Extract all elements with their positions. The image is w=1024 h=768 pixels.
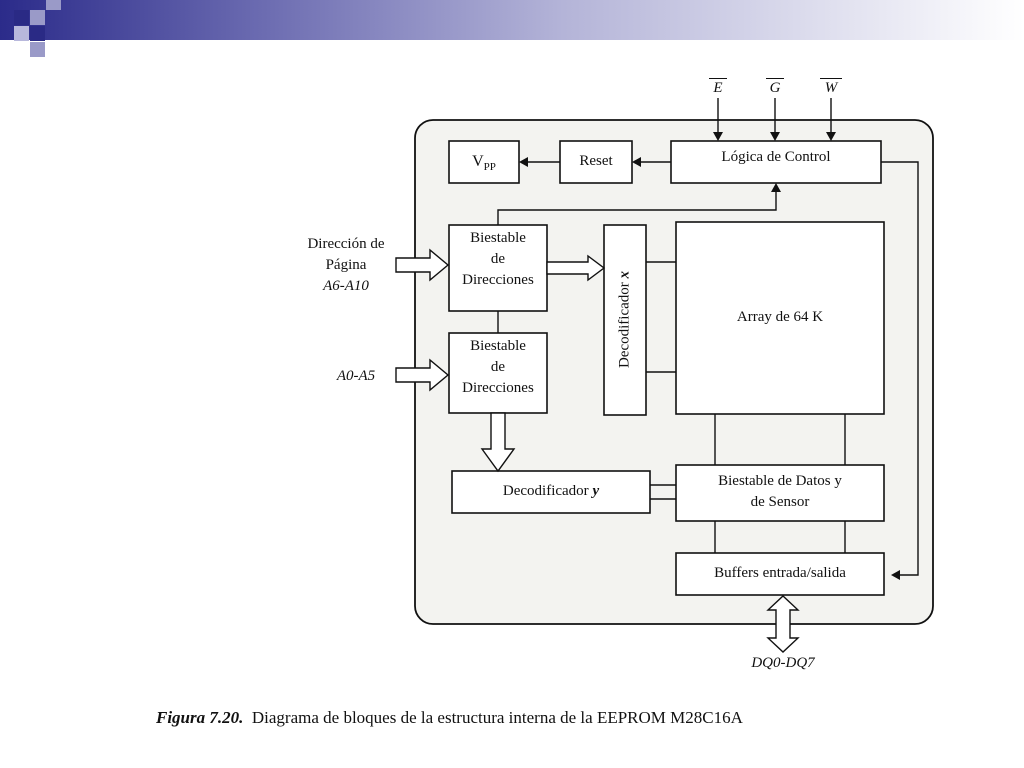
array-label: Array de 64 K [736,309,824,325]
latch-page-line: de [490,251,506,267]
decoder-x-var: x [616,270,633,279]
arrow-latch-control [771,183,781,192]
io-buffers-label: Buffers entrada/salida [714,565,846,581]
figure-number: Figura 7.20. [156,708,244,727]
decoration-square [46,0,61,10]
control-logic-block [670,140,882,184]
decoration-square [30,10,45,25]
reset-label: Reset [579,153,613,169]
data-latch-line: de Sensor [750,494,810,510]
latch-low-label: Biestable de Direcciones [449,336,547,399]
reset-block [559,140,633,184]
vpp-main: V [472,153,484,170]
vpp-label: VPP [449,151,519,178]
low-address-range-label: A0-A5 [336,368,376,384]
address-latch-page-block [448,224,548,312]
arrow-w [826,132,836,141]
latch-low-line: de [490,359,506,375]
page-address-label: Dirección de Página A6-A10 [290,234,402,297]
latch-low-line: Biestable [470,338,526,354]
page-address-line: Página [325,257,367,273]
vpp-sub: PP [483,161,496,174]
arrow-e [713,132,723,141]
arrow-control-reset [632,157,641,167]
latch-low-line: Direcciones [462,380,534,396]
data-latch-line: Biestable de Datos y [718,473,842,489]
signal-e-label: E [709,78,727,97]
latch-page-line: Direcciones [462,272,534,288]
arrow-latch-decoder-y [480,412,516,473]
slide-header-band [0,0,1024,40]
latch-page-label: Biestable de Direcciones [449,228,547,291]
figure-caption: Figura 7.20. Diagrama de bloques de la e… [156,708,743,728]
arrow-low-address-in [395,358,450,392]
data-bus-arrow [766,595,800,653]
signal-g-label: G [766,78,784,97]
decoration-square [30,26,45,41]
decoration-square [30,42,45,57]
arrow-reset-vpp [519,157,528,167]
decoder-y-block [451,470,651,514]
signal-w-label: W [820,78,842,97]
data-latch-label: Biestable de Datos y de Sensor [676,471,884,513]
page-address-line: Dirección de [307,236,385,252]
arrow-g [770,132,780,141]
io-buffers-block [675,552,885,596]
address-latch-low-block [448,332,548,414]
memory-array-block [675,221,885,415]
decoder-x-block [603,224,647,416]
data-bus-label: DQ0-DQ7 [751,655,815,671]
decoder-x-text: Decodificador [616,282,633,369]
decoration-square [14,10,29,25]
latch-page-line: Biestable [470,230,526,246]
arrow-page-address-in [395,248,450,282]
decoder-y-var: y [592,483,600,499]
page-range-label: A6-A10 [323,278,369,294]
data-latch-block [675,464,885,522]
arrow-control-buffers [891,570,900,580]
decoration-square [14,26,29,41]
decoder-y-label: Decodificador y [452,481,650,502]
figure-caption-text: Diagrama de bloques de la estructura int… [251,708,743,727]
decoder-y-text: Decodificador [502,483,589,499]
arrow-latch-decoder-x [546,254,606,282]
control-logic-label: Lógica de Control [721,149,831,165]
decoder-x-label: Decodificador x [615,230,636,410]
